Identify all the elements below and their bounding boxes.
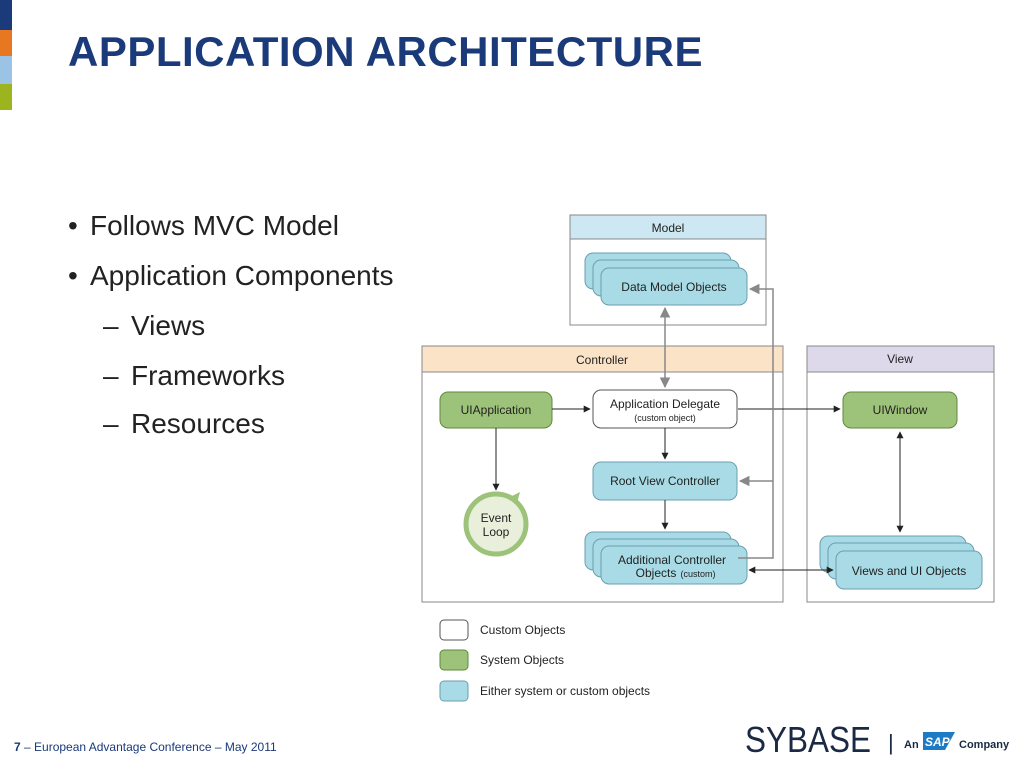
- legend-either-label: Either system or custom objects: [480, 684, 650, 698]
- uiwindow-node: UIWindow: [842, 391, 958, 429]
- additional-controller-objects-node: Additional Controller Objects (custom): [584, 531, 748, 585]
- view-label: View: [887, 352, 913, 366]
- subbullet-item: –Views: [103, 310, 206, 341]
- subbullet-item: –Frameworks: [103, 360, 286, 391]
- footer: 7 – European Advantage Conference – May …: [14, 740, 277, 754]
- svg-text:Root View Controller: Root View Controller: [610, 474, 720, 488]
- event-loop-node: Event Loop: [463, 491, 529, 557]
- svg-text:(custom object): (custom object): [634, 413, 696, 423]
- accent-bar-green: [0, 84, 12, 110]
- uiapplication-node: UIApplication: [439, 391, 553, 429]
- views-ui-objects-node: Views and UI Objects: [819, 535, 983, 590]
- svg-text:Additional Controller: Additional Controller: [618, 553, 726, 567]
- svg-text:Application Delegate: Application Delegate: [610, 397, 720, 411]
- legend-system-label: System Objects: [480, 653, 564, 667]
- root-view-controller-node: Root View Controller: [592, 461, 738, 501]
- sybase-sap-logo: SYBASE | An SAP Company: [745, 719, 1010, 758]
- footer-text: – European Advantage Conference – May 20…: [20, 740, 277, 754]
- accent-bar-orange: [0, 30, 12, 56]
- legend-swatch-either: [439, 680, 469, 702]
- svg-text:Event: Event: [481, 511, 512, 525]
- legend: Custom Objects System Objects Either sys…: [439, 619, 650, 702]
- svg-text:UIWindow: UIWindow: [873, 403, 928, 417]
- svg-text:|: |: [888, 730, 894, 755]
- slide-title: APPLICATION ARCHITECTURE: [68, 28, 703, 75]
- svg-text:Company: Company: [959, 739, 1010, 751]
- svg-text:UIApplication: UIApplication: [461, 403, 532, 417]
- subbullet-item: –Resources: [103, 408, 265, 439]
- svg-text:SYBASE: SYBASE: [745, 719, 871, 758]
- accent-bar-navy: [0, 0, 12, 30]
- svg-text:Objects: Objects: [636, 566, 677, 580]
- application-delegate-node: Application Delegate (custom object): [592, 389, 738, 429]
- accent-bar-lightblue: [0, 56, 12, 84]
- legend-swatch-system: [439, 649, 469, 671]
- legend-swatch-custom: [439, 619, 469, 641]
- page-number: 7: [14, 740, 21, 754]
- svg-text:Views and UI Objects: Views and UI Objects: [852, 564, 967, 578]
- bullet-item: •Follows MVC Model: [68, 210, 339, 241]
- legend-custom-label: Custom Objects: [480, 623, 565, 637]
- svg-text:Data Model Objects: Data Model Objects: [621, 280, 726, 294]
- svg-text:An: An: [904, 739, 919, 751]
- controller-label: Controller: [576, 353, 628, 367]
- bullet-item: •Application Components: [68, 260, 394, 291]
- svg-text:SAP: SAP: [925, 735, 951, 749]
- model-label: Model: [652, 221, 685, 235]
- data-model-objects-node: Data Model Objects: [584, 252, 748, 306]
- arrow-additional-to-model: [738, 283, 774, 559]
- svg-text:Loop: Loop: [483, 525, 510, 539]
- diagram-arrows: [492, 283, 904, 574]
- svg-text:(custom): (custom): [680, 569, 715, 579]
